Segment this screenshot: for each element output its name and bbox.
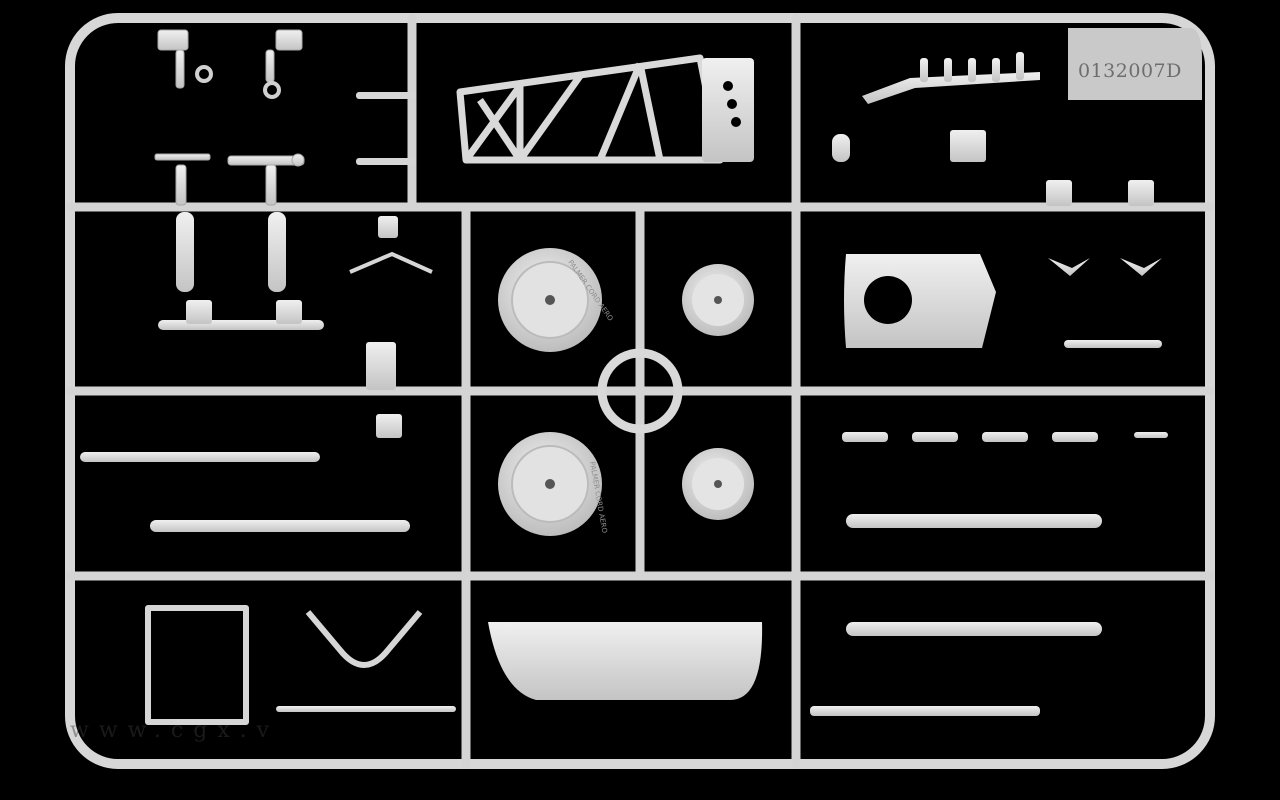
ring-part <box>597 348 683 434</box>
fuselage-panel <box>356 58 754 165</box>
sprue-runners <box>65 13 1215 769</box>
tire-lower <box>498 432 602 536</box>
fuselage-side-panel <box>844 254 996 348</box>
small-parts-top-right <box>832 52 1154 206</box>
rudder-bar-parts <box>80 212 433 532</box>
watermark-text: www.cgx.v <box>70 718 280 743</box>
wheel-hub-lower <box>682 448 754 520</box>
part-code-tab <box>1068 28 1202 100</box>
wheel-hub-upper <box>682 264 754 336</box>
tire-upper <box>498 248 602 352</box>
part-code-label: 0132007D <box>1078 60 1182 82</box>
wing-struts <box>846 514 1102 636</box>
small-parts-bottom <box>276 706 1040 716</box>
seat-frame <box>145 605 423 725</box>
small-parts-right <box>842 258 1168 442</box>
cowling-panel <box>488 622 763 700</box>
small-parts-top-left <box>154 29 305 206</box>
fuselage-frame-part <box>456 54 724 164</box>
